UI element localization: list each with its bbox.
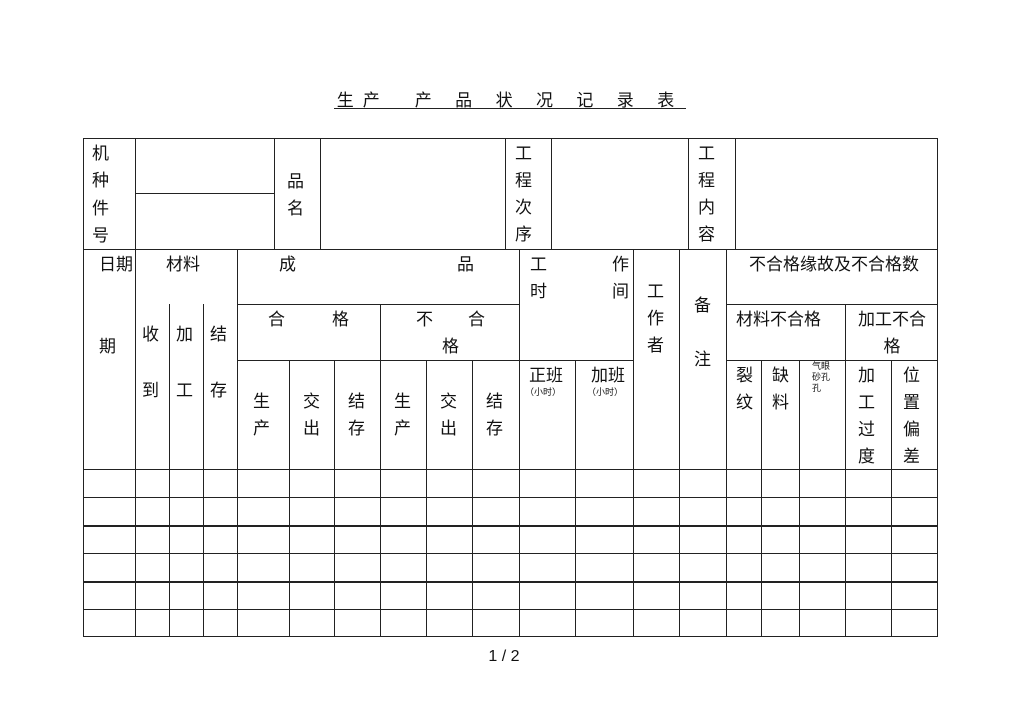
h-line — [83, 497, 938, 498]
material-label: 材料 — [166, 255, 200, 275]
gas-sand-hole-label: 气眼砂孔孔 — [812, 362, 831, 394]
v-line — [169, 304, 170, 637]
received-label: 收到 — [142, 325, 159, 401]
over-processing-label: 加工过度 — [858, 366, 875, 467]
v-line — [761, 360, 762, 637]
h-line — [83, 525, 938, 527]
v-line — [891, 360, 892, 637]
h-line — [237, 304, 519, 305]
v-line — [845, 304, 846, 637]
model-label: 机种 — [92, 144, 109, 191]
position-deviation-label: 位置偏差 — [903, 366, 920, 467]
h-line — [726, 304, 938, 305]
v-line — [237, 249, 238, 637]
document-title: 生产 产 品 状 况 记 录 表 — [336, 91, 684, 111]
part-number-label: 件号 — [92, 199, 109, 246]
unqualified-production: 生产 — [394, 392, 411, 439]
regular-shift-unit: （小时） — [525, 388, 562, 398]
v-line — [289, 360, 290, 637]
v-line — [472, 360, 473, 637]
h-line — [83, 609, 938, 610]
v-line — [334, 360, 335, 637]
qualified-he: 合 — [268, 310, 285, 330]
qualified-balance: 结存 — [348, 392, 365, 439]
h-line — [135, 193, 274, 194]
h-line — [237, 360, 519, 361]
qualified-ge: 格 — [332, 310, 349, 330]
processing-defect-label: 加工不合格 — [858, 310, 926, 357]
unqualified-balance: 结存 — [486, 392, 503, 439]
unqualified-delivery: 交出 — [440, 392, 457, 439]
v-line — [203, 304, 204, 637]
h-line — [83, 469, 938, 470]
v-line — [735, 138, 736, 249]
qualified-production: 生产 — [253, 392, 270, 439]
work-shi: 时 — [530, 282, 547, 302]
remark-label: 备注 — [694, 296, 711, 370]
work-zuo: 作 — [612, 255, 629, 275]
v-line — [679, 249, 680, 637]
finished-cheng: 成 — [279, 255, 296, 275]
shortage-label: 缺料 — [772, 366, 789, 413]
overtime-unit: （小时） — [587, 388, 624, 398]
table-border — [83, 138, 938, 637]
v-line — [799, 360, 800, 637]
crack-label: 裂纹 — [736, 366, 753, 413]
work-gong: 工 — [530, 255, 547, 275]
overtime-label: 加班 — [591, 366, 625, 386]
date-char-2: 期 — [99, 337, 116, 357]
h-line — [83, 249, 938, 250]
h-line — [83, 581, 938, 583]
v-line — [505, 138, 506, 249]
finished-pin: 品 — [457, 255, 474, 275]
v-line — [575, 360, 576, 637]
v-line — [726, 249, 727, 637]
date-char-1: 日期 — [99, 255, 133, 275]
v-line — [380, 304, 381, 637]
page-number: 1 / 2 — [488, 648, 520, 665]
work-jian: 间 — [612, 282, 629, 302]
v-line — [551, 138, 552, 249]
v-line — [519, 249, 520, 637]
h-line — [519, 360, 633, 361]
worker-label: 工作者 — [647, 282, 664, 356]
v-line — [426, 360, 427, 637]
v-line — [633, 249, 634, 637]
material-defect-label: 材料不合格 — [736, 310, 821, 330]
v-line — [320, 138, 321, 249]
process-content-label: 工程内容 — [698, 144, 715, 245]
v-line — [688, 138, 689, 249]
balance-label: 结存 — [210, 325, 227, 401]
title-underline — [334, 108, 686, 109]
processed-label: 加工 — [176, 325, 193, 401]
unqualified-ge: 格 — [442, 337, 459, 357]
process-order-label: 工程次序 — [515, 144, 532, 245]
regular-shift-label: 正班 — [529, 366, 563, 386]
unqualified-he: 合 — [468, 310, 485, 330]
product-name-label: 品名 — [287, 172, 304, 219]
h-line — [726, 360, 938, 361]
h-line — [83, 553, 938, 554]
unqualified-bu: 不 — [416, 310, 433, 330]
qualified-delivery: 交出 — [303, 392, 320, 439]
v-line — [135, 138, 136, 637]
defect-reason-label: 不合格缘故及不合格数 — [749, 255, 919, 275]
v-line — [274, 138, 275, 249]
